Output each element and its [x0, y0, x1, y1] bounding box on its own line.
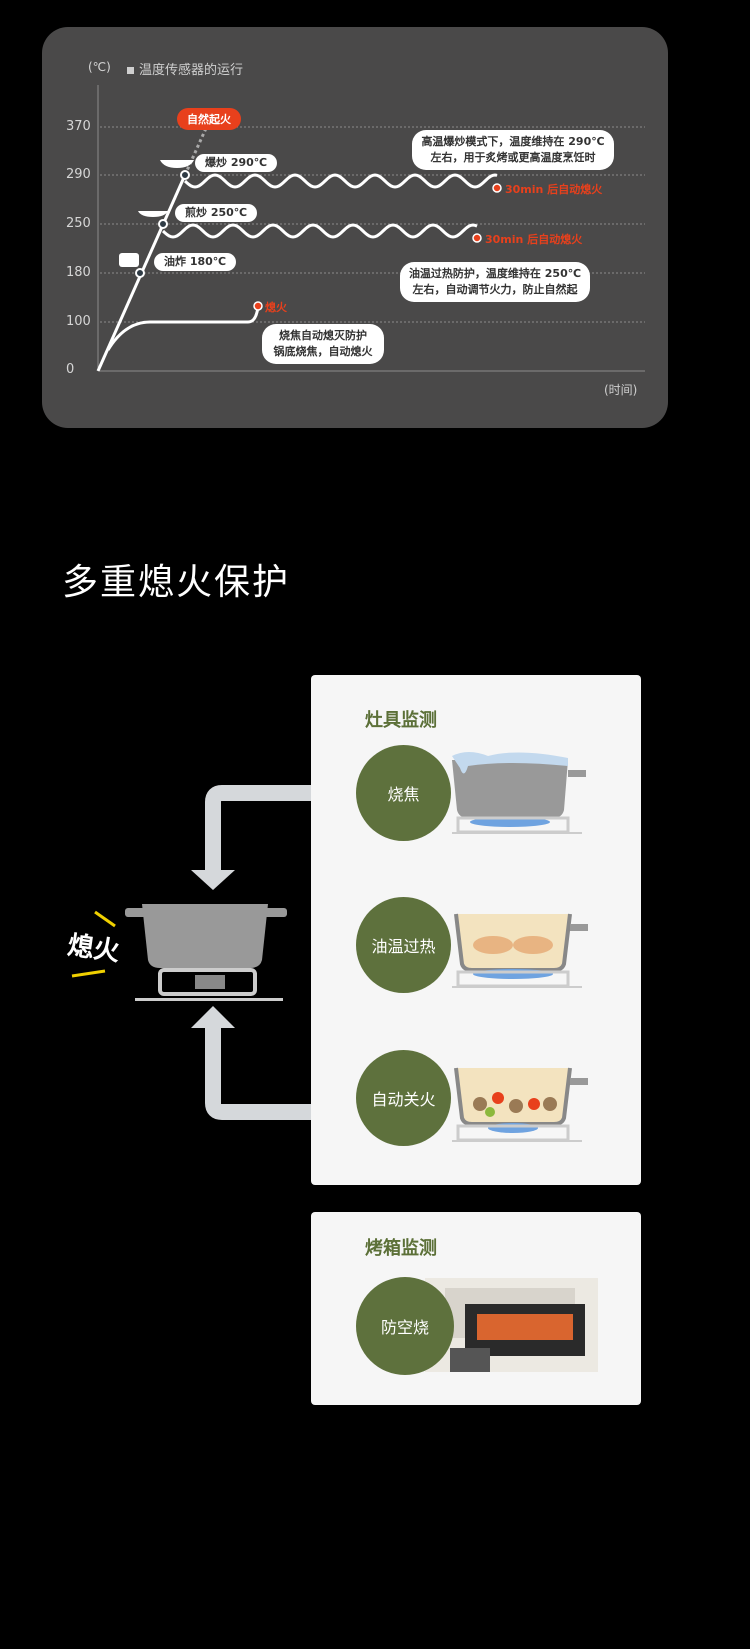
note-250: 油温过热防护，温度维持在 250℃ 左右，自动调节火力，防止自然起: [400, 262, 590, 302]
y-tick: 370: [66, 119, 91, 134]
flow-diagram: [71, 785, 312, 1120]
point-label-290: 爆炒 290℃: [195, 154, 278, 172]
stove-item-auto-off: 自动关火: [356, 1050, 451, 1146]
note-line: 油温过热防护，温度维持在 250℃: [408, 267, 582, 280]
point-label-250: 煎炒 250℃: [175, 204, 258, 222]
section-title: 多重熄火保护: [62, 562, 291, 603]
oil-pot-illustration: [452, 913, 588, 988]
oven-card-title: 烤箱监测: [365, 1238, 437, 1259]
end-dot-100: [253, 301, 263, 311]
y-unit-label: (℃): [88, 60, 111, 74]
oven-item-dry-burn: 防空烧: [356, 1277, 454, 1375]
arrow-up-icon: [191, 1006, 235, 1028]
point-180: [135, 268, 145, 278]
point-label-180: 油炸 180℃: [154, 253, 237, 271]
stove-item-oil-overheat: 油温过热: [356, 897, 451, 993]
note-line: 烧焦自动熄灭防护: [279, 329, 367, 342]
note-line: 锅底烧焦，自动熄火: [273, 345, 373, 358]
stove-card-title: 灶具监测: [365, 710, 437, 731]
y-tick: 290: [66, 167, 91, 182]
end-label-290: 30min 后自动熄火: [505, 183, 603, 196]
auto-off-pot-illustration: [452, 1067, 588, 1142]
pan-icon: [138, 211, 168, 217]
note-290: 高温爆炒模式下，温度维持在 290℃ 左右，用于炙烤或更高温度烹饪时: [412, 130, 614, 170]
fryer-icon: [119, 253, 139, 267]
legend-marker: [127, 67, 134, 74]
ignite-badge: 自然起火: [177, 108, 241, 130]
y-tick: 100: [66, 314, 91, 329]
note-line: 左右，自动调节火力，防止自然起: [412, 283, 578, 296]
note-line: 高温爆炒模式下，温度维持在 290℃: [421, 135, 605, 148]
y-tick: 0: [66, 362, 75, 377]
point-290: [180, 170, 190, 180]
stove-item-burnt: 烧焦: [356, 745, 451, 841]
burnt-pot-illustration: [452, 752, 586, 834]
wave-290: [183, 173, 498, 189]
note-line: 左右，用于炙烤或更高温度烹饪时: [430, 151, 596, 164]
end-label-100: 熄火: [265, 301, 287, 314]
x-axis-label: (时间): [604, 383, 638, 397]
pot-on-stove-icon: [125, 904, 287, 1001]
item-label: 油温过热: [371, 937, 436, 956]
end-label-250: 30min 后自动熄火: [485, 233, 583, 246]
chart-legend: 温度传感器的运行: [127, 59, 243, 78]
point-250: [158, 219, 168, 229]
arrow-down-icon: [191, 870, 235, 890]
cookware-icons: [119, 160, 194, 267]
item-label: 防空烧: [380, 1318, 429, 1337]
oven-drawer-image: [425, 1278, 598, 1372]
note-100: 烧焦自动熄灭防护锅底烧焦，自动熄火: [262, 324, 384, 364]
legend-label: 温度传感器的运行: [139, 63, 244, 78]
burnt-curve: [106, 306, 260, 351]
end-dot-290: [492, 183, 502, 193]
y-tick: 250: [66, 216, 91, 231]
extinguish-label: 熄火: [65, 930, 122, 968]
wave-250: [161, 223, 478, 239]
ignite-dotted-line: [183, 125, 209, 176]
spark-icon: [71, 969, 106, 978]
spark-icon: [94, 910, 116, 928]
temperature-chart: [96, 85, 645, 372]
y-tick: 180: [66, 265, 91, 280]
item-label: 自动关火: [371, 1090, 436, 1109]
item-label: 烧焦: [387, 785, 420, 804]
end-dot-250: [472, 233, 482, 243]
wok-icon: [160, 160, 194, 168]
arrow-down-path: [205, 785, 312, 870]
arrow-up-path: [205, 1025, 312, 1120]
